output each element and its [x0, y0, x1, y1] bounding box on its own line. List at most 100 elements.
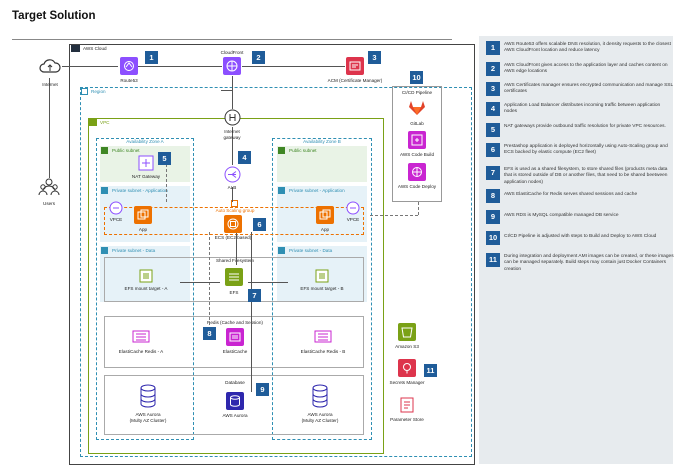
- legend-text-3: AWS Certificates manager ensures encrypt…: [504, 83, 673, 95]
- users-label: Users: [43, 201, 55, 206]
- ecs-efs-line: [236, 232, 237, 265]
- elasticache-label: ElastiCache: [222, 349, 248, 354]
- cicd-label: CI/CD Pipeline: [401, 90, 433, 95]
- igw-alb-line: [232, 127, 233, 165]
- aurora-a-label: AWS Aurora (Multy AZ Cluster): [129, 412, 167, 423]
- redis-b-label: ElastiCache Redis - B: [300, 349, 346, 354]
- vpce-b-icon: [346, 201, 360, 215]
- alb-icon: [224, 166, 241, 183]
- legend-text-8: AWS ElastiCache for Redis serves shared …: [504, 192, 638, 197]
- az-b-label: Availability Zone B: [303, 139, 341, 144]
- aws-cloud-label: AWS Cloud: [83, 46, 107, 51]
- alb-ecs-line: [232, 187, 233, 202]
- legend-badge-2: 2: [486, 62, 500, 76]
- private-data-subnet-b-label: Private subnet - Data: [289, 248, 333, 253]
- efs-mount-a-line: [180, 282, 220, 283]
- codebuild-icon: [408, 131, 426, 149]
- legend-panel: [479, 36, 673, 464]
- public-subnet-b: [277, 146, 367, 182]
- s3-icon: [398, 323, 416, 341]
- ecs-label: ECS (EC2 based): [214, 235, 252, 240]
- asg-icon: [231, 200, 238, 207]
- efs-mount-b-label: EFS mount target - B: [300, 286, 344, 291]
- efs-icon: [225, 268, 243, 286]
- internet-users-line: [49, 78, 50, 178]
- route53-icon: [120, 57, 138, 75]
- private-data-b-icon: [278, 247, 285, 254]
- legend-badge-9: 9: [486, 210, 500, 224]
- aurora-icon: [226, 392, 244, 410]
- legend-text-2: AWS CloudFront gives access to the appli…: [504, 63, 668, 75]
- redis-boundary: [104, 316, 364, 368]
- aws-cloud-boundary: [69, 44, 475, 465]
- vpc-icon: [89, 119, 97, 126]
- cloudfront-acm-line: [242, 66, 345, 67]
- users-icon: [38, 178, 60, 196]
- secrets-manager-label: Secrets Manager: [389, 380, 425, 385]
- legend-text-5: NAT gateways provide outbound traffic re…: [504, 124, 666, 129]
- public-subnet-a-label: Public subnet: [112, 148, 140, 153]
- cloudfront-corner-line: [221, 90, 232, 91]
- codedeploy-icon: [408, 163, 426, 181]
- database-label: Database: [225, 380, 245, 385]
- aws-cloud-logo: [71, 45, 80, 52]
- ecs-aurora-line: [251, 232, 252, 392]
- az-a-label: Availability Zone A: [126, 139, 164, 144]
- igw-label: Internet gateway: [223, 129, 241, 140]
- vpc-label: VPC: [100, 120, 110, 125]
- badge-8: 8: [203, 327, 216, 340]
- legend-text-9: AWS RDS is MySQL compatible managed DB s…: [504, 213, 619, 218]
- cicd-ecs-line: [370, 215, 418, 216]
- elasticache-icon: [226, 328, 244, 346]
- s3-label: Amazon S3: [395, 344, 419, 349]
- badge-4: 4: [238, 151, 251, 164]
- cicd-down-line: [418, 202, 419, 215]
- aurora-label: AWS Aurora: [222, 413, 248, 418]
- legend-badge-11: 11: [486, 253, 500, 267]
- legend-badge-7: 7: [486, 166, 500, 180]
- ecs-icon: [224, 215, 242, 233]
- badge-3: 3: [368, 51, 381, 64]
- redis-a-icon: [131, 328, 151, 345]
- vpce-a-icon: [109, 201, 123, 215]
- internet-cloud-icon: [39, 58, 61, 74]
- aurora-b-icon: [310, 384, 330, 408]
- redis-b-icon: [313, 328, 333, 345]
- region-flag-icon: [81, 88, 88, 95]
- vpce-b-label: VPCE: [346, 217, 360, 222]
- legend-text-10: CI/CD Pipeline is adjusted with steps to…: [504, 234, 657, 239]
- acm-icon: [346, 57, 364, 75]
- badge-2: 2: [252, 51, 265, 64]
- legend-text-7: EFS is used as a shared filesystem, to s…: [504, 167, 668, 185]
- route53-cloudfront-line: [138, 66, 222, 67]
- legend-badge-1: 1: [486, 41, 500, 55]
- aurora-a-icon: [138, 384, 158, 408]
- private-data-subnet-a-label: Private subnet - Data: [112, 248, 156, 253]
- redis-group-label: Redis (Cache and Session): [207, 320, 263, 325]
- efs-mount-b-icon: [315, 269, 329, 283]
- codebuild-label: AWS Code Build: [399, 152, 435, 157]
- internet-route53-line: [62, 66, 118, 67]
- nat-gateway-icon: [138, 155, 154, 171]
- app-a-label: App: [138, 227, 148, 232]
- legend-badge-3: 3: [486, 82, 500, 96]
- database-boundary: [104, 375, 364, 435]
- page-title: Target Solution: [12, 10, 96, 22]
- acm-label: ACM (Certificate Manager): [327, 78, 383, 83]
- region-boundary: [80, 87, 472, 457]
- efs-mount-a-label: EFS mount target - A: [124, 286, 168, 291]
- internet-label: Internet: [42, 82, 58, 87]
- region-label: Region: [91, 89, 106, 94]
- app-b-icon: [316, 206, 334, 224]
- public-subnet-b-icon: [278, 147, 285, 154]
- legend-badge-10: 10: [486, 231, 500, 245]
- shared-fs-boundary: [104, 257, 364, 302]
- legend-text-1: AWS Route53 offers scalable DNS resoluti…: [504, 42, 671, 54]
- private-data-a-icon: [101, 247, 108, 254]
- badge-9: 9: [256, 383, 269, 396]
- alb-label: ALB: [227, 185, 237, 190]
- ecs-redis-line: [209, 232, 210, 330]
- cloudfront-icon: [223, 57, 241, 75]
- alb-nat-line: [166, 164, 167, 202]
- public-subnet-b-label: Public subnet: [289, 148, 317, 153]
